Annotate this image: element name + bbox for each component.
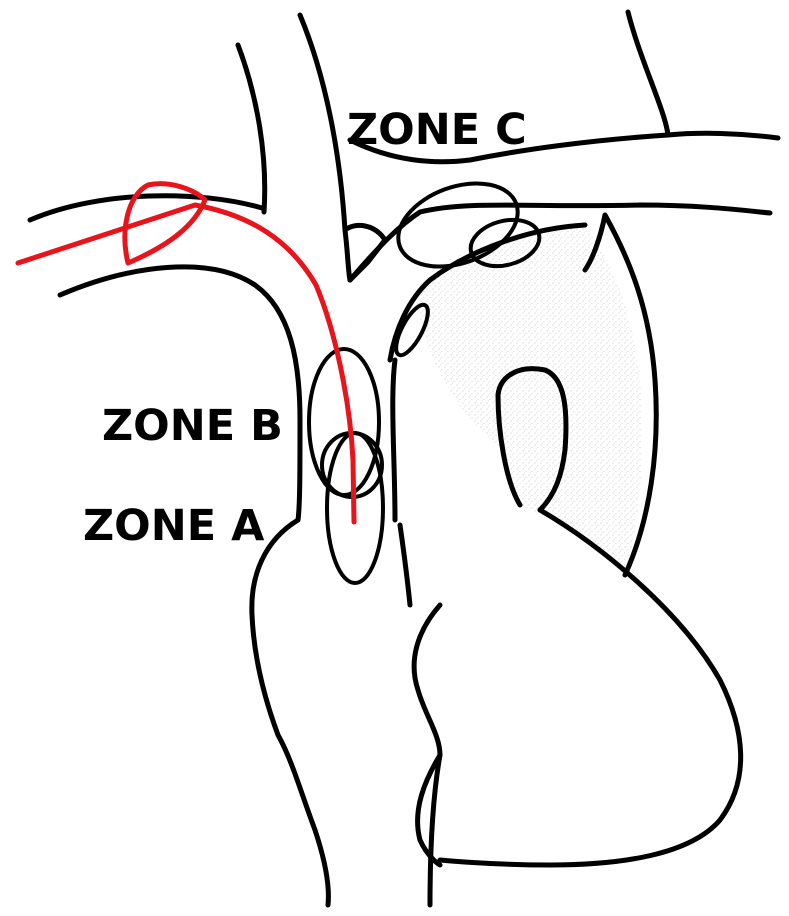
upper-left-vessel-top bbox=[30, 196, 262, 220]
left-vertical-vessel-left-wall bbox=[238, 45, 265, 212]
heart-left-atrium-curve bbox=[414, 605, 440, 865]
upper-left-vessel-bottom bbox=[60, 267, 300, 420]
zone-a-label: ZONE A bbox=[83, 501, 265, 551]
aorta-lower-right-wall bbox=[400, 525, 410, 605]
aorta-inner-wall-2 bbox=[393, 360, 395, 520]
bottom-vessel-wall bbox=[430, 755, 440, 905]
right-vertical-vessel-left-wall bbox=[628, 12, 778, 138]
heart-outline bbox=[440, 510, 741, 865]
pulmonary-trunk-shading bbox=[415, 225, 642, 575]
left-vertical-vessel-right-wall bbox=[300, 15, 350, 280]
zone-b-label: ZONE B bbox=[102, 401, 283, 451]
zone-c-label: ZONE C bbox=[347, 105, 527, 155]
catheter-line bbox=[18, 205, 354, 522]
zone-b-ring bbox=[309, 349, 379, 495]
superior-vena-cava-outline bbox=[252, 420, 329, 905]
